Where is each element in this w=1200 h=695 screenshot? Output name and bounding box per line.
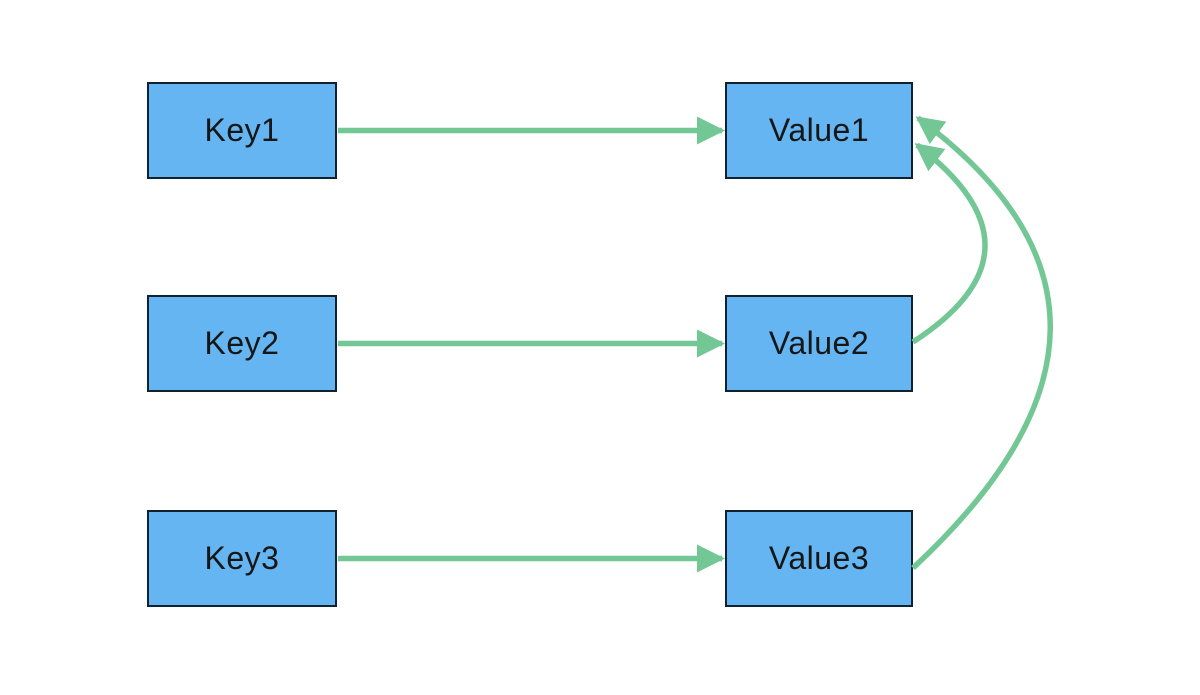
value3-label: Value3 [768, 540, 870, 576]
value2-label: Value2 [768, 325, 870, 361]
key2-box: Key2 [147, 295, 337, 392]
value1-box: Value1 [725, 82, 913, 179]
key3-label: Key3 [204, 540, 280, 576]
key3-box: Key3 [147, 510, 337, 607]
value2-box: Value2 [725, 295, 913, 392]
key1-box: Key1 [147, 82, 337, 179]
arrow-value3-to-value1 [911, 115, 1053, 571]
value3-box: Value3 [725, 510, 913, 607]
value1-label: Value1 [768, 112, 870, 148]
key2-label: Key2 [204, 325, 280, 361]
key1-label: Key1 [204, 112, 280, 148]
arrow-value2-to-value1 [911, 142, 988, 345]
